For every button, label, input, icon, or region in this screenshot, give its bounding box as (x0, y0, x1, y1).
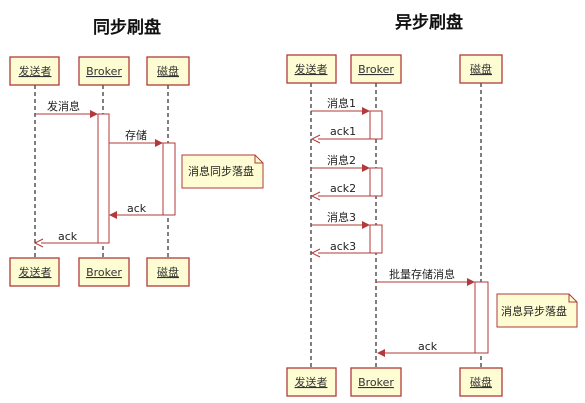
sync-disk-top-label: 磁盘 (157, 64, 179, 78)
async-ack-3-label: ack3 (330, 240, 356, 253)
sync-broker-activation (97, 113, 110, 244)
async-ack-2-label: ack2 (330, 182, 356, 195)
async-note: 消息异步落盘 (496, 293, 578, 328)
async-disk-activation (474, 281, 489, 354)
async-ack-2: ack2 (310, 182, 370, 201)
async-sender-top-label: 发送者 (295, 62, 328, 76)
sync-msg-store-label: 存储 (125, 128, 147, 142)
async-disk-top (459, 54, 503, 84)
async-msg-1: 消息1 (311, 96, 370, 115)
sync-sender-bottom (9, 257, 60, 287)
sync-sender-top (9, 56, 60, 86)
async-msg-1-label: 消息1 (327, 96, 356, 110)
async-broker-activation-3 (369, 224, 383, 254)
async-msg-ack-final: ack (377, 340, 475, 357)
sync-broker-top (78, 56, 130, 86)
async-msg-3-label: 消息3 (327, 210, 356, 224)
async-msg-batch: 批量存储消息 (376, 267, 475, 286)
sync-msg-ack-disk: ack (109, 202, 163, 219)
async-broker-bottom (350, 367, 402, 397)
async-note-text: 消息异步落盘 (501, 304, 567, 318)
async-title: 异步刷盘 (395, 12, 463, 33)
async-msg-2-label: 消息2 (327, 153, 356, 167)
async-diagram: 异步刷盘 发送者 Broker 磁盘 消息1 ack1 消 (286, 12, 578, 397)
sync-disk-bottom-label: 磁盘 (157, 265, 179, 279)
sync-msg-ack-disk-label: ack (127, 202, 147, 215)
sync-sender-top-label: 发送者 (19, 64, 52, 78)
async-msg-2: 消息2 (311, 153, 370, 172)
async-ack-1: ack1 (310, 125, 370, 144)
async-broker-activation-2 (369, 167, 383, 197)
async-broker-top (350, 54, 402, 84)
sync-msg-ack-sender: ack (33, 230, 98, 248)
async-broker-activation-1 (369, 110, 383, 140)
sync-msg-send-label: 发消息 (47, 99, 80, 113)
async-disk-top-label: 磁盘 (470, 62, 492, 76)
sync-broker-bottom (78, 257, 130, 287)
sync-broker-bottom-label: Broker (86, 266, 122, 279)
async-ack-1-label: ack1 (330, 125, 356, 138)
async-broker-top-label: Broker (358, 63, 394, 76)
async-sender-bottom (286, 367, 337, 397)
async-disk-bottom (459, 367, 503, 397)
async-msg-3: 消息3 (311, 210, 370, 229)
async-msg-ack-final-label: ack (418, 340, 438, 353)
sync-diagram: 同步刷盘 发送者 Broker 磁盘 发消息 存储 ack (9, 17, 264, 287)
sync-msg-ack-sender-label: ack (58, 230, 78, 243)
sync-msg-send: 发消息 (35, 99, 98, 118)
sync-disk-activation (162, 142, 176, 216)
sync-note: 消息同步落盘 (181, 154, 264, 189)
sync-msg-store: 存储 (109, 128, 163, 147)
sync-disk-bottom (146, 257, 190, 287)
async-sender-bottom-label: 发送者 (295, 375, 328, 389)
async-msg-batch-label: 批量存储消息 (389, 267, 455, 281)
async-broker-bottom-label: Broker (358, 376, 394, 389)
sync-note-text: 消息同步落盘 (188, 164, 254, 178)
async-disk-bottom-label: 磁盘 (470, 375, 492, 389)
async-sender-top (286, 54, 337, 84)
sync-disk-top (146, 56, 190, 86)
sync-sender-bottom-label: 发送者 (19, 265, 52, 279)
async-ack-3: ack3 (310, 240, 370, 258)
sync-title: 同步刷盘 (93, 17, 161, 38)
sync-broker-top-label: Broker (86, 65, 122, 78)
